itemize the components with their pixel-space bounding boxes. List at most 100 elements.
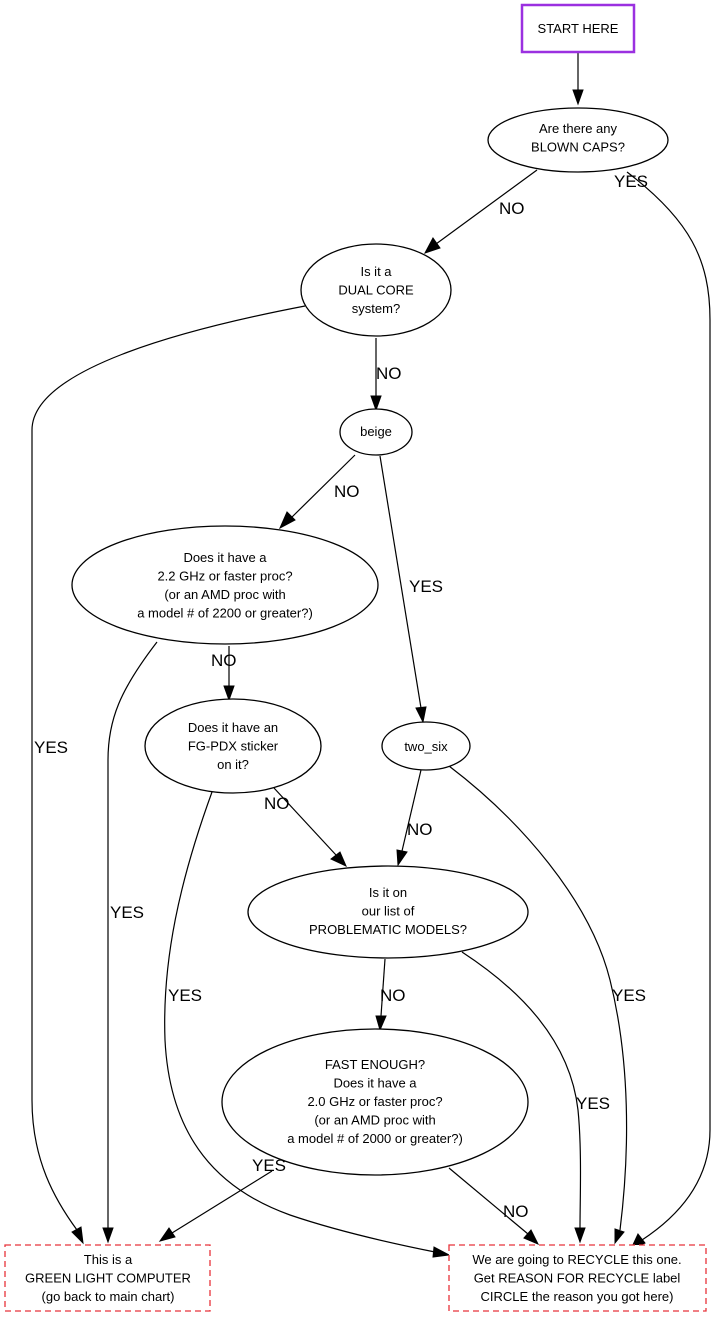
node-fgpdx-label: Does it have an FG-PDX sticker on it?	[188, 720, 279, 772]
node-label-line: CIRCLE the reason you got here)	[481, 1289, 674, 1304]
arrowhead-beige-ghz22	[278, 511, 296, 530]
edge-label-ghz22-green: YES	[110, 903, 144, 922]
node-dual-core[interactable]: Is it a DUAL CORE system?	[300, 243, 452, 337]
edges	[31, 53, 711, 1258]
node-label-line: on it?	[217, 757, 249, 772]
edge-beige-twosix	[379, 455, 422, 709]
node-fast-enough[interactable]: FAST ENOUGH? Does it have a 2.0 GHz or fas…	[221, 1028, 529, 1176]
node-label-line: Does it have an	[188, 720, 278, 735]
node-label-line: FAST ENOUGH?	[325, 1057, 425, 1072]
edge-fgpdx-recycle	[164, 791, 436, 1253]
node-label-line: Get REASON FOR RECYCLE label	[474, 1271, 681, 1286]
node-start[interactable]: START HERE	[520, 3, 636, 54]
node-label-line: Are there any	[539, 121, 618, 136]
edge-label-beige-ghz22: NO	[334, 482, 360, 501]
edge-label-dual-green: YES	[34, 738, 68, 757]
node-label-line: START HERE	[538, 21, 619, 36]
node-fgpdx[interactable]: Does it have an FG-PDX sticker on it?	[144, 698, 322, 794]
node-label-line: GREEN LIGHT COMPUTER	[25, 1271, 191, 1286]
edge-label-dual-beige: NO	[376, 364, 402, 383]
node-label-line: system?	[352, 301, 400, 316]
node-label-line: a model # of 2200 or greater?)	[137, 606, 313, 621]
edge-twosix-recycle	[448, 765, 628, 1231]
edge-label-beige-twosix: YES	[409, 577, 443, 596]
edge-problematic-recycle	[461, 951, 582, 1229]
edge-label-fast-green: YES	[252, 1156, 286, 1175]
edge-label-fast-recycle: NO	[503, 1202, 529, 1221]
edge-label-blown-dual: NO	[499, 199, 525, 218]
node-label-line: 2.2 GHz or faster proc?	[157, 569, 292, 584]
edge-twosix-problematic	[401, 769, 422, 852]
arrowhead-fgpdx-recycle	[432, 1246, 451, 1258]
edge-label-problematic-recycle: YES	[576, 1094, 610, 1113]
node-label-line: Is it on	[369, 885, 407, 900]
node-problematic-label: Is it on our list of PROBLEMATIC MODELS?	[309, 885, 467, 937]
node-fast-enough-label: FAST ENOUGH? Does it have a 2.0 GHz or fas…	[287, 1057, 463, 1146]
edge-dual-green	[31, 305, 306, 1231]
arrowhead-twosix-recycle	[614, 1228, 625, 1245]
edge-label-twosix-problematic: NO	[407, 820, 433, 839]
edge-fgpdx-problematic	[273, 787, 337, 856]
arrowhead-fast-green	[158, 1227, 176, 1242]
node-label-line: Does it have a	[333, 1076, 417, 1091]
node-two-six-label: two_six	[404, 739, 448, 754]
arrowhead-twosix-problematic	[396, 849, 408, 867]
edge-label-fgpdx-problematic: NO	[264, 794, 290, 813]
node-recycle[interactable]: We are going to RECYCLE this one. Get REA…	[448, 1244, 707, 1312]
node-label-line: a model # of 2000 or greater?)	[287, 1131, 463, 1146]
node-label-line: We are going to RECYCLE this one.	[472, 1252, 681, 1267]
arrowhead-start-blown	[572, 89, 584, 106]
node-label-line: 2.0 GHz or faster proc?	[307, 1094, 442, 1109]
node-label-line: This is a	[84, 1252, 133, 1267]
node-ghz22[interactable]: Does it have a 2.2 GHz or faster proc? (or…	[71, 525, 379, 645]
node-two-six[interactable]: two_six	[381, 721, 471, 771]
edge-blown-dual	[435, 169, 538, 245]
node-label-line: Is it a	[360, 264, 392, 279]
arrowhead-problematic-recycle	[574, 1227, 586, 1244]
node-green[interactable]: This is a GREEN LIGHT COMPUTER (go back to…	[4, 1244, 211, 1312]
arrowhead-ghz22-green	[102, 1227, 114, 1244]
node-problematic[interactable]: Is it on our list of PROBLEMATIC MODELS?	[247, 865, 529, 959]
node-label-line: beige	[360, 424, 392, 439]
node-label-line: (or an AMD proc with	[314, 1113, 435, 1128]
arrowhead-dual-beige	[370, 395, 382, 412]
node-label-line: PROBLEMATIC MODELS?	[309, 922, 467, 937]
node-label-line: FG-PDX sticker	[188, 739, 279, 754]
node-label-line: Does it have a	[183, 550, 267, 565]
arrowhead-fast-recycle	[523, 1229, 540, 1245]
edge-ghz22-green	[107, 641, 158, 1228]
node-label-line: two_six	[404, 739, 448, 754]
arrowhead-ghz22-fgpdx	[223, 685, 235, 702]
node-green-label: This is a GREEN LIGHT COMPUTER (go back to…	[25, 1252, 191, 1304]
node-dual-core-label: Is it a DUAL CORE system?	[338, 264, 414, 316]
node-beige[interactable]: beige	[339, 408, 413, 456]
node-label-line: DUAL CORE	[338, 283, 414, 298]
edge-label-ghz22-fgpdx: NO	[211, 651, 237, 670]
edge-fast-recycle	[448, 1167, 529, 1235]
arrowhead-fgpdx-problematic	[330, 851, 347, 868]
node-recycle-label: We are going to RECYCLE this one. Get REA…	[472, 1252, 681, 1304]
node-label-line: BLOWN CAPS?	[531, 140, 625, 155]
node-label-line: (go back to main chart)	[42, 1289, 175, 1304]
node-start-label: START HERE	[538, 21, 619, 36]
edge-blown-recycle	[626, 171, 711, 1241]
node-label-line: our list of	[362, 904, 415, 919]
node-beige-label: beige	[360, 424, 392, 439]
edge-label-problematic-fast: NO	[380, 986, 406, 1005]
edge-label-twosix-recycle: YES	[612, 986, 646, 1005]
edge-labels: NO YES NO YES NO YES NO YES NO YES NO YE…	[34, 172, 648, 1221]
edge-label-blown-recycle: YES	[614, 172, 648, 191]
edge-beige-ghz22	[290, 454, 356, 519]
edge-label-fgpdx-recycle: YES	[168, 986, 202, 1005]
arrowhead-dual-green	[71, 1226, 84, 1245]
arrowhead-blown-dual	[423, 237, 441, 254]
node-label-line: (or an AMD proc with	[164, 587, 285, 602]
edge-problematic-fast	[380, 958, 386, 1017]
arrowhead-problematic-fast	[375, 1015, 387, 1032]
edge-fast-green	[171, 1170, 273, 1234]
